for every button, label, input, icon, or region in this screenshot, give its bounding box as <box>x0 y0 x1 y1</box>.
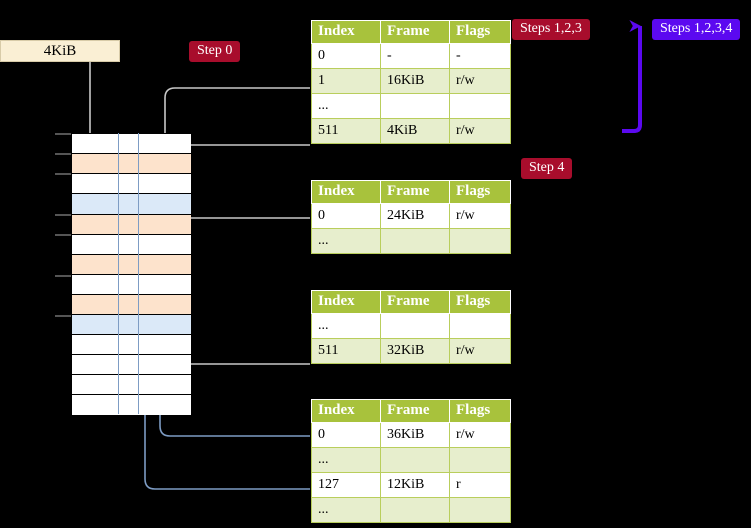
cell-frame <box>380 93 450 119</box>
cell-flags <box>449 447 511 473</box>
memory-frame <box>72 215 191 235</box>
badge-steps-1234: Steps 1,2,3,4 <box>652 19 741 40</box>
col-header-flags: Flags <box>449 399 511 423</box>
cell-flags <box>449 313 511 339</box>
memory-frame <box>72 174 191 194</box>
cell-index: 0 <box>311 203 381 229</box>
col-header-flags: Flags <box>449 180 511 204</box>
memory-frame <box>72 134 191 154</box>
cell-flags: r/w <box>449 203 511 229</box>
cell-frame: 32KiB <box>380 338 450 364</box>
cell-index: ... <box>311 228 381 254</box>
cell-frame: - <box>380 43 450 69</box>
memory-tick <box>55 153 71 155</box>
cell-index: 511 <box>311 338 381 364</box>
cell-flags <box>449 93 511 119</box>
memory-frame <box>72 275 191 295</box>
cell-index: 511 <box>311 118 381 144</box>
col-header-frame: Frame <box>380 20 450 44</box>
cell-flags: r/w <box>449 118 511 144</box>
memory-tick <box>55 133 71 135</box>
table-row: ... <box>311 313 511 339</box>
physical-memory-column <box>71 133 191 415</box>
memory-frame <box>72 255 191 275</box>
wire-t2-to-frame <box>174 217 310 266</box>
memory-frame <box>72 154 191 174</box>
col-header-frame: Frame <box>380 399 450 423</box>
cell-flags: r <box>449 472 511 498</box>
memory-frame <box>72 194 191 215</box>
memory-tick <box>55 315 71 317</box>
memory-frame <box>72 235 191 255</box>
wire-t3-to-frame <box>172 310 310 365</box>
cell-index: 0 <box>311 422 381 448</box>
cell-frame <box>380 497 450 523</box>
cell-flags <box>449 228 511 254</box>
col-header-frame: Frame <box>380 290 450 314</box>
badge-step-4: Step 4 <box>521 158 573 179</box>
col-header-index: Index <box>311 20 381 44</box>
col-header-flags: Flags <box>449 290 511 314</box>
memory-tick <box>55 173 71 175</box>
cell-frame <box>380 228 450 254</box>
cell-frame: 24KiB <box>380 203 450 229</box>
cell-flags: - <box>449 43 511 69</box>
cell-index: 127 <box>311 472 381 498</box>
cell-index: ... <box>311 93 381 119</box>
memory-frame <box>72 355 191 375</box>
memory-frame <box>72 375 191 395</box>
wire-steps-1234-bracket <box>622 20 642 133</box>
table-row: ... <box>311 93 511 119</box>
cell-frame <box>380 313 450 339</box>
frame-size-label: 4KiB <box>0 40 120 62</box>
cell-index: ... <box>311 313 381 339</box>
col-header-frame: Frame <box>380 180 450 204</box>
cell-flags: r/w <box>449 422 511 448</box>
memory-divider-left <box>118 133 119 414</box>
memory-tick <box>55 214 71 216</box>
cell-flags: r/w <box>449 338 511 364</box>
table-row: ... <box>311 497 511 523</box>
cell-index: ... <box>311 497 381 523</box>
col-header-flags: Flags <box>449 20 511 44</box>
badge-steps-123: Steps 1,2,3 <box>512 19 590 40</box>
cell-frame: 12KiB <box>380 472 450 498</box>
cell-flags: r/w <box>449 68 511 94</box>
col-header-index: Index <box>311 290 381 314</box>
cell-index: 1 <box>311 68 381 94</box>
cell-frame: 16KiB <box>380 68 450 94</box>
memory-frame <box>72 315 191 335</box>
col-header-index: Index <box>311 399 381 423</box>
memory-tick <box>55 234 71 236</box>
table-row: ... <box>311 447 511 473</box>
memory-tick <box>55 275 71 277</box>
memory-frame <box>72 335 191 355</box>
cell-frame: 4KiB <box>380 118 450 144</box>
cell-flags <box>449 497 511 523</box>
cell-index: ... <box>311 447 381 473</box>
cell-frame <box>380 447 450 473</box>
table-row: ... <box>311 228 511 254</box>
cell-index: 0 <box>311 43 381 69</box>
memory-frame <box>72 295 191 315</box>
memory-frame <box>72 395 191 415</box>
memory-divider-right <box>138 133 139 414</box>
table-row: 0-- <box>311 43 511 69</box>
col-header-index: Index <box>311 180 381 204</box>
cell-frame: 36KiB <box>380 422 450 448</box>
badge-step-0: Step 0 <box>189 41 241 62</box>
